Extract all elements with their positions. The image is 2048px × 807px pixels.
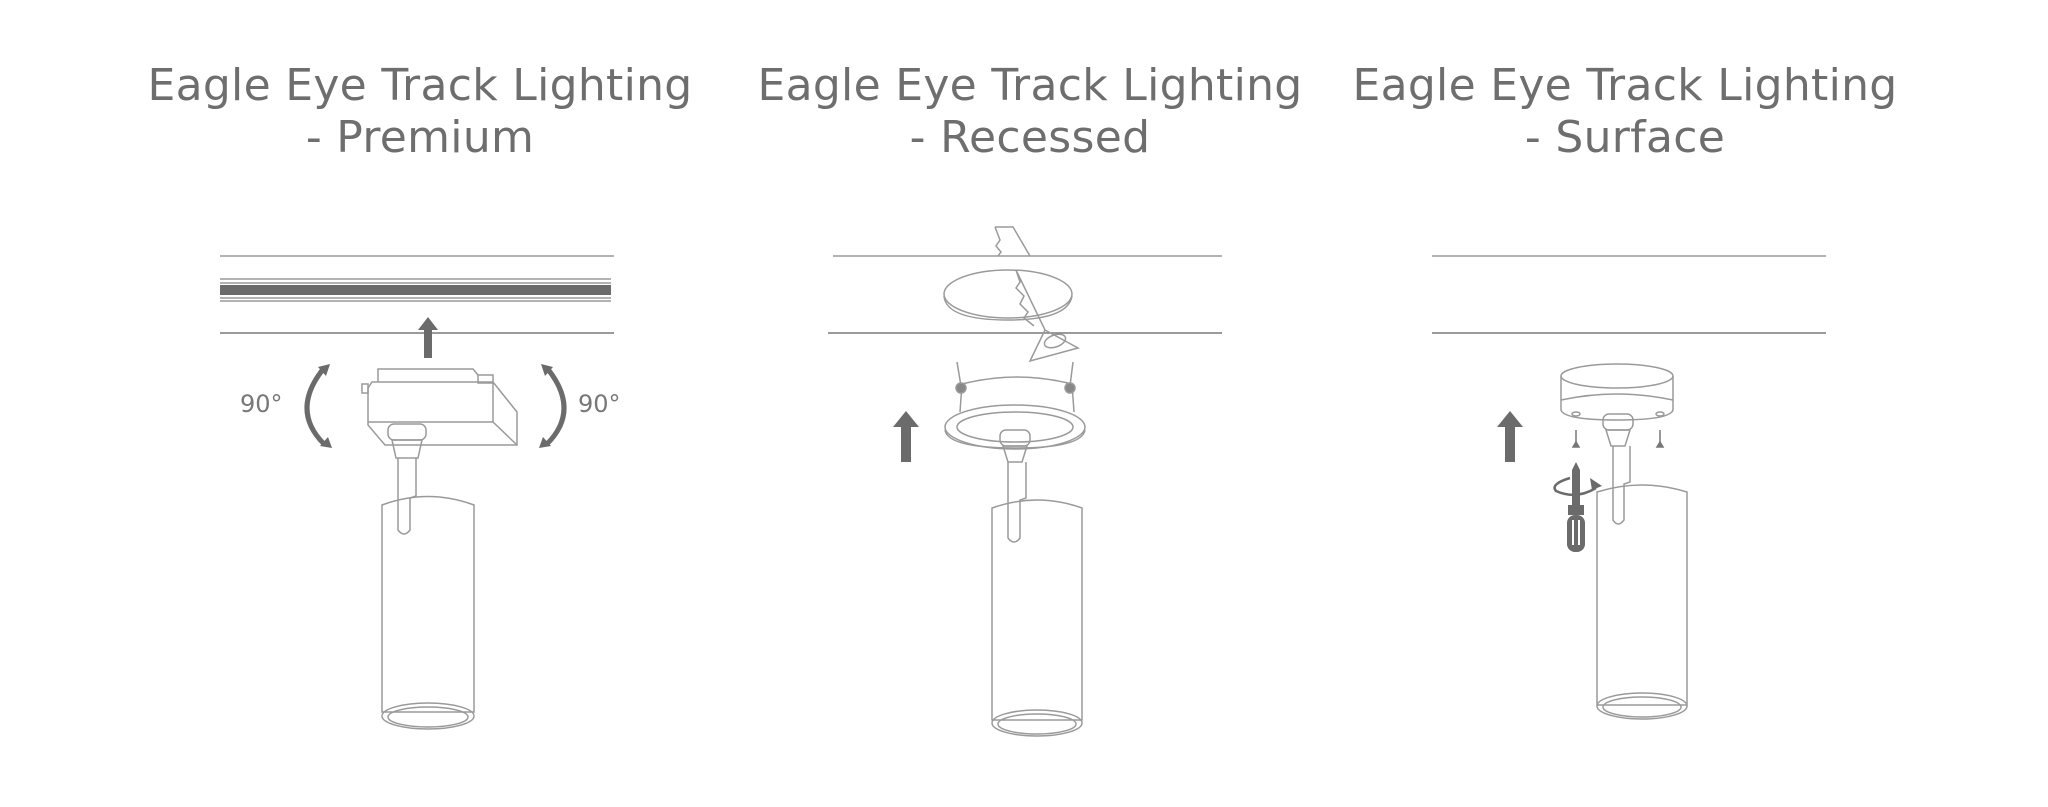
title-recessed-line1: Eagle Eye Track Lighting <box>757 60 1303 111</box>
cutout-disc <box>943 269 1073 321</box>
rotation-label-right: 90° <box>578 390 621 418</box>
rotation-label-left: 90° <box>240 390 283 418</box>
title-recessed: Eagle Eye Track Lighting - Recessed <box>750 60 1310 164</box>
rotate-left-arrow-icon <box>304 364 332 448</box>
track-adapter <box>361 368 518 446</box>
recessed-housing <box>944 361 1086 450</box>
ceiling-lines-surface <box>1432 255 1826 334</box>
title-surface-line1: Eagle Eye Track Lighting <box>1352 60 1898 111</box>
spotlight-recessed <box>991 429 1083 737</box>
up-arrow-icon <box>893 411 919 462</box>
screwdriver-icon <box>1567 462 1585 552</box>
up-arrow-icon <box>1497 411 1523 462</box>
rotate-right-arrow-icon <box>539 364 567 448</box>
title-surface: Eagle Eye Track Lighting - Surface <box>1345 60 1905 164</box>
saw-blade-icon <box>994 226 1080 363</box>
spotlight-premium <box>381 423 475 730</box>
rotate-icon <box>1553 476 1602 497</box>
surface-canopy <box>1560 363 1674 421</box>
spotlight-surface <box>1596 413 1688 720</box>
title-premium-line2: - Premium <box>305 112 535 163</box>
screw-icon <box>1571 430 1665 448</box>
ceiling-lines-recessed <box>828 255 1222 334</box>
up-arrow-icon <box>418 317 438 358</box>
title-recessed-line2: - Recessed <box>909 112 1151 163</box>
track-rail <box>220 255 614 334</box>
title-premium: Eagle Eye Track Lighting - Premium <box>140 60 700 164</box>
title-premium-line1: Eagle Eye Track Lighting <box>147 60 693 111</box>
title-surface-line2: - Surface <box>1524 112 1726 163</box>
